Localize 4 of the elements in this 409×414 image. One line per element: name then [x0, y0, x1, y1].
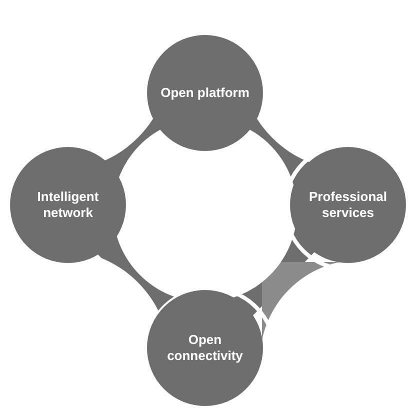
- lobe-label: Professional services: [308, 189, 388, 221]
- lobe-label: Open platform: [160, 85, 250, 101]
- lobe-label: Open connectivity: [166, 332, 244, 364]
- lobe-label: Intelligent network: [36, 189, 100, 221]
